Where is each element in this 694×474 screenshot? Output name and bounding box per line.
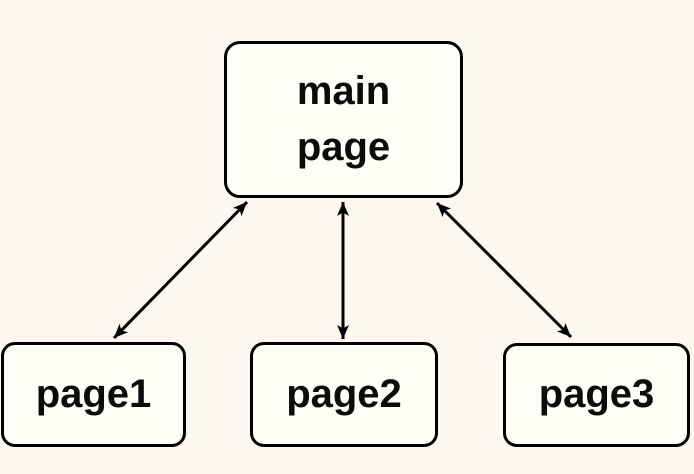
- node-page1-label: page1: [35, 371, 152, 416]
- node-main-page-label: main page: [296, 69, 391, 169]
- node-page2-label: page2: [286, 371, 402, 416]
- node-page3-label: page3: [538, 372, 655, 417]
- edge-main-page1: [112, 200, 249, 340]
- node-main-page: main page: [224, 41, 463, 198]
- node-page3: page3: [503, 343, 690, 447]
- edge-main-page3: [435, 201, 573, 339]
- node-page1: page1: [1, 342, 186, 447]
- node-page2: page2: [250, 342, 438, 447]
